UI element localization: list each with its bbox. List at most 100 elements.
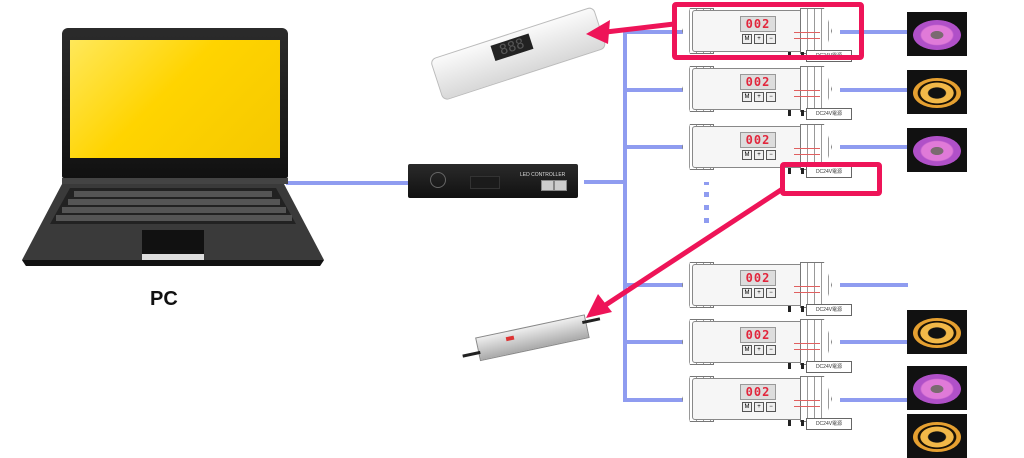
controller-port-net1	[541, 180, 554, 191]
arrow-head-power	[586, 294, 612, 318]
bus-trunk	[623, 30, 627, 402]
decoder-button-m: M	[742, 345, 752, 355]
power-plug-icon	[788, 363, 804, 369]
led-strip-amber	[907, 414, 967, 458]
decoder-unit: 002 M + −	[682, 66, 832, 112]
decoder-unit: 002 M + −	[682, 8, 832, 54]
bus-branch-4	[623, 283, 683, 287]
led-reel	[913, 78, 961, 108]
pc-to-controller-wire	[286, 181, 410, 185]
decoder-red-wire	[794, 343, 820, 344]
decoder-unit: 002 M + −	[682, 376, 832, 422]
arrow-to-decoder-photo	[605, 21, 675, 35]
led-strip-pink	[907, 12, 967, 56]
laptop-hinge	[62, 178, 288, 184]
decoder-terminal-right	[800, 8, 832, 54]
led-reel	[913, 318, 961, 348]
decoder-red-wire	[794, 90, 820, 91]
decoder-red-wire	[794, 148, 820, 149]
ellipsis-dot	[704, 192, 709, 197]
decoder-display: 002	[740, 384, 776, 400]
decoder-terminal-right	[800, 262, 832, 308]
bus-branch-6	[623, 398, 683, 402]
controller-dpad-icon	[430, 172, 446, 188]
decoder-display: 002	[740, 74, 776, 90]
led-reel	[913, 20, 961, 50]
out-wire-3	[840, 145, 908, 149]
pc-label: PC	[150, 288, 178, 310]
out-wire-6	[840, 398, 908, 402]
power-plug-icon	[788, 420, 804, 426]
decoder-display: 002	[740, 270, 776, 286]
bus-branch-2	[623, 88, 683, 92]
decoder-red-wire	[794, 154, 820, 155]
decoder-unit: 002 M + −	[682, 319, 832, 365]
out-wire-1	[840, 30, 908, 34]
arrow-head-decoder	[586, 20, 610, 44]
decoder-button-plus: +	[754, 34, 764, 44]
decoder-button-m: M	[742, 92, 752, 102]
decoder-red-wire	[794, 38, 820, 39]
decoder-unit: 002 M + −	[682, 262, 832, 308]
led-reel	[913, 136, 961, 166]
led-strip-pink	[907, 128, 967, 172]
decoder-button-plus: +	[754, 150, 764, 160]
controller-panel-text: LED CONTROLLER	[520, 172, 566, 178]
decoder-button-minus: −	[766, 92, 776, 102]
decoder-unit: 002 M + −	[682, 124, 832, 170]
decoder-red-wire	[794, 349, 820, 350]
decoder-red-wire	[794, 286, 820, 287]
decoder-terminal-right	[800, 319, 832, 365]
decoder-red-wire	[794, 406, 820, 407]
decoder-red-wire	[794, 32, 820, 33]
led-strip-amber	[907, 310, 967, 354]
decoder-button-plus: +	[754, 92, 764, 102]
controller-to-bus-wire	[584, 180, 626, 184]
controller-port-net2	[554, 180, 567, 191]
decoder-red-wire	[794, 292, 820, 293]
out-wire-5	[840, 340, 908, 344]
power-label-highlight-box	[780, 162, 882, 196]
power-plug-icon	[788, 306, 804, 312]
decoder-button-m: M	[742, 34, 752, 44]
decoder-button-plus: +	[754, 402, 764, 412]
ellipsis-dot	[704, 182, 709, 185]
decoder-button-minus: −	[766, 150, 776, 160]
decoder-button-plus: +	[754, 288, 764, 298]
decoder-button-m: M	[742, 288, 752, 298]
led-strip-pink	[907, 366, 967, 410]
bus-branch-1	[623, 30, 683, 34]
decoder-button-plus: +	[754, 345, 764, 355]
power-supply-label: DC24V電源	[806, 361, 852, 373]
power-plug-icon	[788, 168, 804, 174]
decoder-red-wire	[794, 96, 820, 97]
decoder-display: 002	[740, 327, 776, 343]
controller-lcd	[470, 176, 500, 189]
decoder-terminal-right	[800, 376, 832, 422]
ellipsis-dot	[704, 205, 709, 210]
decoder-terminal-right	[800, 124, 832, 170]
led-reel	[913, 422, 961, 452]
decoder-terminal-right	[800, 66, 832, 112]
ellipsis-dot	[704, 218, 709, 223]
laptop-keyboard-icon	[22, 184, 324, 266]
decoder-button-minus: −	[766, 402, 776, 412]
decoder-button-minus: −	[766, 345, 776, 355]
arrow-to-power-supply	[602, 185, 786, 309]
decoder-display: 002	[740, 132, 776, 148]
bus-branch-5	[623, 340, 683, 344]
decoder-button-minus: −	[766, 288, 776, 298]
decoder-button-minus: −	[766, 34, 776, 44]
decoder-display: 002	[740, 16, 776, 32]
power-supply-label: DC24V電源	[806, 418, 852, 430]
led-reel	[913, 374, 961, 404]
laptop-screen	[70, 40, 280, 158]
led-strip-amber	[907, 70, 967, 114]
decoder-red-wire	[794, 400, 820, 401]
power-plug-icon	[788, 110, 804, 116]
decoder-button-m: M	[742, 150, 752, 160]
decoder-highlight-box	[672, 2, 864, 60]
bus-branch-3	[623, 145, 683, 149]
power-supply-label: DC24V電源	[806, 304, 852, 316]
